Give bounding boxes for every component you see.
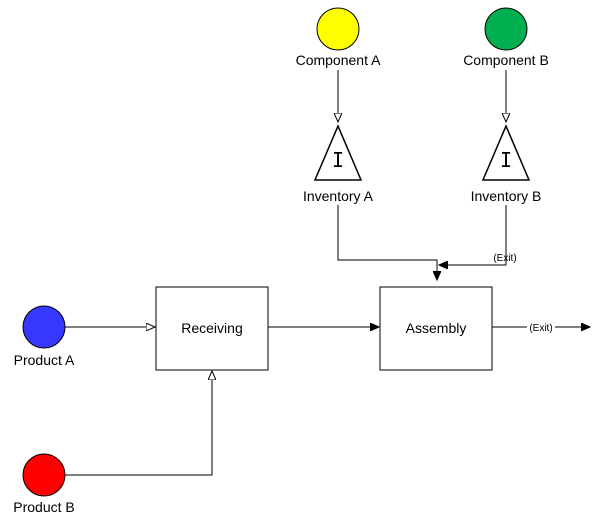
inventory-a-label: Inventory A xyxy=(303,188,374,204)
inventory-b-label: Inventory B xyxy=(471,188,542,204)
receiving-process[interactable]: Receiving xyxy=(155,286,269,371)
assembly-label: Assembly xyxy=(406,320,467,336)
connector-inventory-a-to-assembly xyxy=(337,205,437,280)
connector-inventory-b-to-assembly xyxy=(439,205,507,265)
inventory-a-triangle xyxy=(313,124,363,181)
inventory-b-symbol: I xyxy=(500,148,512,172)
inventory-b-triangle xyxy=(481,124,531,181)
receiving-box xyxy=(155,286,269,371)
product-b-label: Product B xyxy=(13,499,74,515)
component-b-circle xyxy=(484,7,528,51)
component-a-source[interactable]: Component A xyxy=(296,7,381,68)
receiving-label: Receiving xyxy=(181,320,242,336)
inventory-a-symbol: I xyxy=(332,148,344,172)
inventory-a[interactable]: I Inventory A xyxy=(303,124,374,204)
assembly-box xyxy=(379,286,493,371)
product-a-source[interactable]: Product A xyxy=(14,305,75,368)
component-b-source[interactable]: Component B xyxy=(463,7,549,68)
connector-product-b-to-receiving xyxy=(65,371,212,476)
component-a-label: Component A xyxy=(296,52,381,68)
product-b-circle xyxy=(22,453,66,497)
assembly-exit-label: (Exit) xyxy=(529,323,552,334)
inventory-b-exit-label: (Exit) xyxy=(493,253,516,264)
component-a-circle xyxy=(316,7,360,51)
assembly-process[interactable]: Assembly xyxy=(379,286,493,371)
component-b-label: Component B xyxy=(463,52,549,68)
product-a-label: Product A xyxy=(14,352,75,368)
inventory-b[interactable]: I Inventory B xyxy=(471,124,542,204)
product-a-circle xyxy=(22,305,66,349)
product-b-source[interactable]: Product B xyxy=(13,453,75,515)
